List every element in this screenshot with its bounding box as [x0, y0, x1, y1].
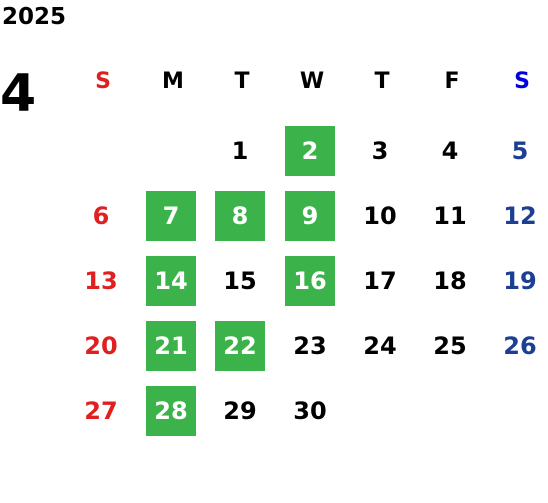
day-cell-8[interactable]: 8 [215, 191, 265, 241]
year-label: 2025 [2, 4, 67, 30]
day-cell-23[interactable]: 23 [293, 332, 327, 360]
day-cell-2[interactable]: 2 [285, 126, 335, 176]
day-cell-17[interactable]: 17 [363, 267, 397, 295]
day-cell-22[interactable]: 22 [215, 321, 265, 371]
day-cell-1[interactable]: 1 [231, 137, 249, 165]
day-cell-20[interactable]: 20 [84, 332, 118, 360]
weekday-header-thu: T [374, 68, 390, 94]
weekday-header-mon: M [162, 68, 184, 94]
weekday-header-fri: F [444, 68, 460, 94]
day-cell-6[interactable]: 6 [92, 202, 110, 230]
day-cell-5[interactable]: 5 [511, 137, 529, 165]
day-cell-14[interactable]: 14 [146, 256, 196, 306]
day-cell-9[interactable]: 9 [285, 191, 335, 241]
day-cell-12[interactable]: 12 [503, 202, 537, 230]
day-cell-19[interactable]: 19 [503, 267, 537, 295]
day-cell-16[interactable]: 16 [285, 256, 335, 306]
day-cell-10[interactable]: 10 [363, 202, 397, 230]
day-cell-21[interactable]: 21 [146, 321, 196, 371]
day-cell-3[interactable]: 3 [371, 137, 389, 165]
day-cell-15[interactable]: 15 [223, 267, 257, 295]
day-cell-26[interactable]: 26 [503, 332, 537, 360]
day-cell-29[interactable]: 29 [223, 397, 257, 425]
weekday-header-sun: S [95, 68, 111, 94]
day-cell-24[interactable]: 24 [363, 332, 397, 360]
day-cell-7[interactable]: 7 [146, 191, 196, 241]
day-cell-13[interactable]: 13 [84, 267, 118, 295]
day-cell-4[interactable]: 4 [441, 137, 459, 165]
weekday-header-wed: W [299, 68, 325, 94]
day-cell-28[interactable]: 28 [146, 386, 196, 436]
day-cell-11[interactable]: 11 [433, 202, 467, 230]
day-cell-25[interactable]: 25 [433, 332, 467, 360]
day-cell-30[interactable]: 30 [293, 397, 327, 425]
day-cell-27[interactable]: 27 [84, 397, 118, 425]
day-cell-18[interactable]: 18 [433, 267, 467, 295]
weekday-header-sat: S [514, 68, 530, 94]
weekday-header-tue: T [234, 68, 250, 94]
month-number: 4 [0, 64, 37, 124]
